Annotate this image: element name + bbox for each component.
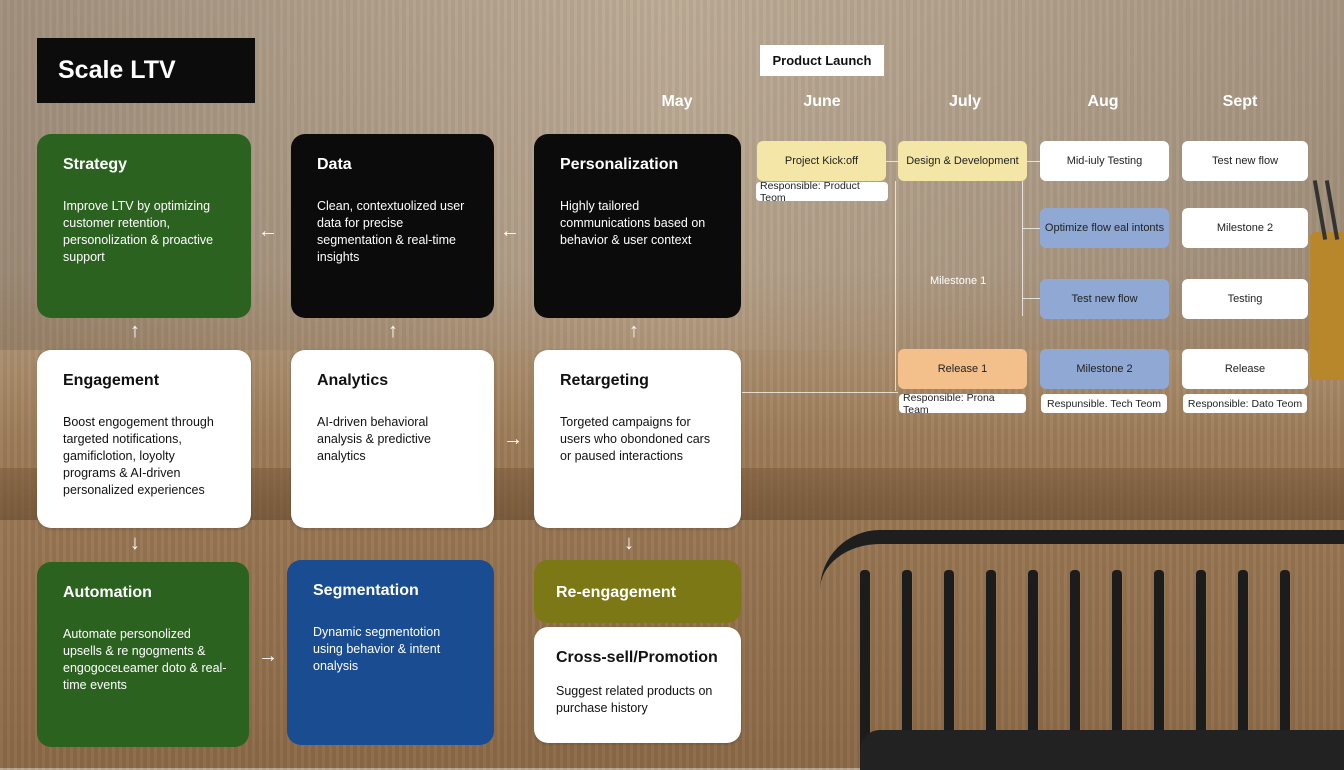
task-testing: Testing: [1182, 279, 1308, 319]
task-kickoff: Project Kick:off: [757, 141, 886, 181]
arrow-left-icon: ←: [258, 220, 278, 242]
pencil-cup: [1310, 232, 1344, 380]
month-label: Aug: [1087, 93, 1119, 110]
card-body: Highly tailored communications based on …: [560, 199, 706, 247]
card-body: Improve LTV by optimizing customer reten…: [63, 199, 214, 264]
arrow-right-icon: →: [503, 428, 523, 450]
card-body: AI-driven behavioral analysis & predicti…: [317, 415, 431, 463]
task-mid-july-testing: Mid-iuly Testing: [1040, 141, 1169, 181]
data-card: Data Clean, contextuolized user data for…: [291, 134, 494, 318]
month-label: Sept: [1222, 93, 1258, 110]
task-test-new-flow: Test new flow: [1182, 141, 1308, 181]
arrow-right-icon: →: [258, 645, 278, 667]
task-test-new-flow: Test new flow: [1040, 279, 1169, 319]
task-optimize-flow: Optimize flow eal intonts: [1040, 208, 1169, 248]
card-title: Data: [317, 156, 352, 173]
task-release: Release: [1182, 349, 1308, 389]
retargeting-card: Retargeting Torgeted campaigns for users…: [534, 350, 741, 528]
connector: [1022, 228, 1040, 229]
arrow-up-icon: ↑: [130, 320, 140, 342]
responsible-label: Responsible: Dato Teom: [1183, 394, 1307, 413]
card-title: Engagement: [63, 372, 160, 389]
task-design: Design & Development: [898, 141, 1027, 181]
connector: [895, 181, 896, 391]
diagram-title: Scale LTV: [37, 38, 255, 103]
card-body: Dynamic segmentotion using behavior & in…: [313, 625, 441, 673]
crosssell-card: Cross-sell/Promotion Suggest related pro…: [534, 627, 741, 743]
card-body: Torgeted campaigns for users who obondon…: [560, 415, 711, 463]
milestone-label: Milestone 1: [930, 275, 987, 287]
connector: [1022, 181, 1023, 316]
card-title: Personalization: [560, 156, 679, 173]
connector: [1027, 161, 1040, 162]
personalization-card: Personalization Highly tailored communic…: [534, 134, 741, 318]
arrow-down-icon: ↓: [130, 532, 140, 554]
card-title: Retargeting: [560, 372, 649, 389]
month-label: May: [661, 93, 693, 110]
strategy-card: Strategy Improve LTV by optimizing custo…: [37, 134, 251, 318]
arrow-up-icon: ↑: [388, 320, 398, 342]
arrow-left-icon: ←: [500, 220, 520, 242]
card-body: Clean, contextuolized user data for prec…: [317, 199, 465, 264]
connector: [886, 161, 898, 162]
chair: [820, 500, 1344, 770]
arrow-down-icon: ↓: [624, 532, 634, 554]
month-label: June: [803, 93, 841, 110]
card-body: Suggest related products on purchase his…: [556, 684, 713, 715]
segmentation-card: Segmentation Dynamic segmentotion using …: [287, 560, 494, 745]
card-title: Re-engagement: [556, 584, 677, 601]
card-title: Strategy: [63, 156, 128, 173]
automation-card: Automation Automate personolized upsells…: [37, 562, 249, 747]
reengagement-card: Re-engagement: [534, 560, 741, 623]
analytics-card: Analytics AI-driven behavioral analysis …: [291, 350, 494, 528]
task-milestone-2: Milestone 2: [1182, 208, 1308, 248]
timeline-title: Product Launch: [760, 45, 884, 76]
card-body: Automate personolized upsells & re ngogm…: [63, 627, 227, 692]
card-title: Analytics: [317, 372, 389, 389]
engagement-card: Engagement Boost engogement through targ…: [37, 350, 251, 528]
task-release-1: Release 1: [898, 349, 1027, 389]
connector: [742, 392, 898, 393]
card-title: Automation: [63, 584, 152, 601]
responsible-label: Respunsible. Tech Teom: [1041, 394, 1167, 413]
responsible-label: Responsible: Product Teom: [756, 180, 888, 204]
month-label: July: [948, 93, 981, 110]
card-body: Boost engogement through targeted notifi…: [63, 415, 214, 497]
arrow-up-icon: ↑: [629, 320, 639, 342]
card-title: Segmentation: [313, 582, 419, 599]
responsible-label: Responsible: Prona Team: [899, 392, 1026, 416]
task-milestone-2: Milestone 2: [1040, 349, 1169, 389]
connector: [1022, 298, 1040, 299]
card-title: Cross-sell/Promotion: [556, 649, 718, 666]
